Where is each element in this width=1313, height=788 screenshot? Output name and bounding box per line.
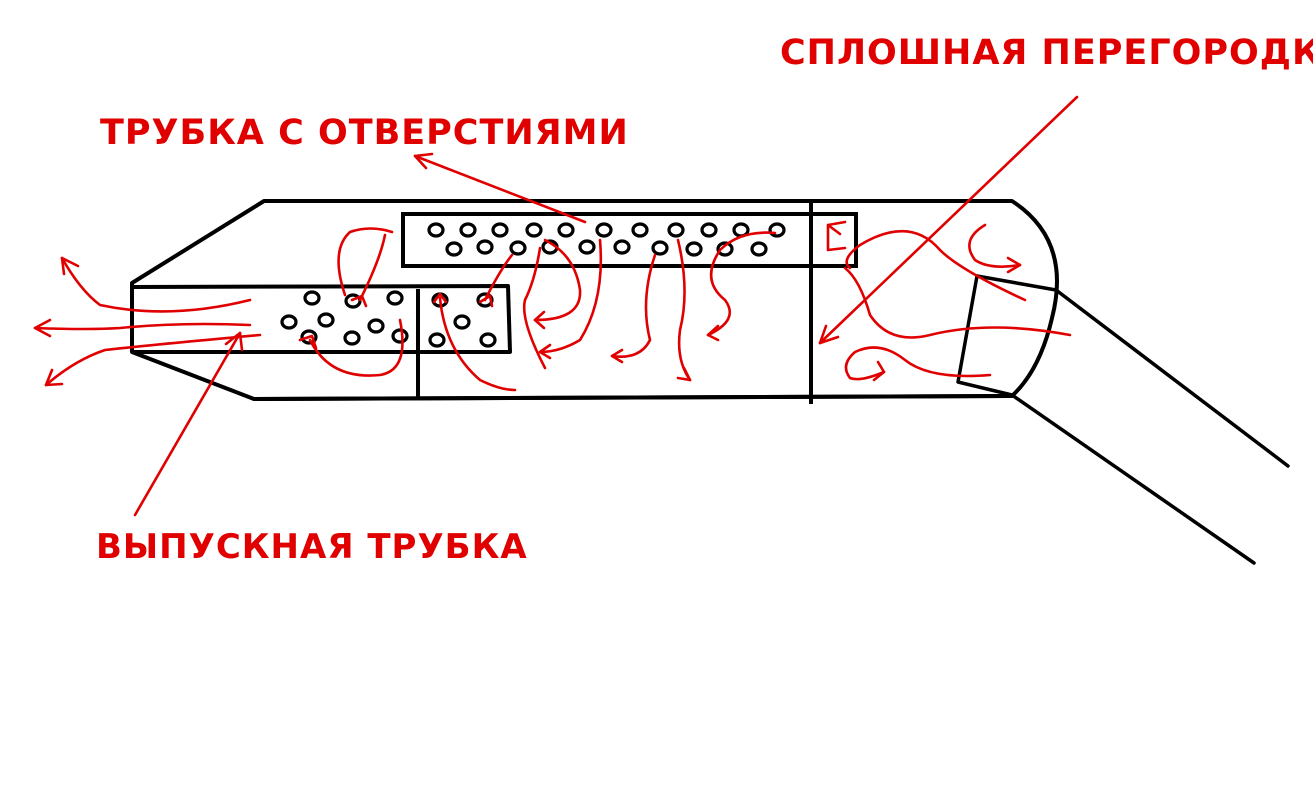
flow-arrows: [33, 220, 1072, 392]
hole: [280, 314, 298, 330]
hole: [386, 290, 404, 306]
hole: [700, 222, 718, 238]
hole: [716, 241, 734, 257]
label-outlet-tube: ВЫПУСКНАЯ ТРУБКА: [96, 527, 528, 567]
hole: [300, 329, 318, 345]
exhaust-arrow: [60, 256, 252, 313]
hole: [685, 241, 703, 257]
leader-solid-partition: [818, 95, 1079, 345]
hole: [491, 222, 509, 238]
hole: [476, 239, 494, 255]
perforated-tube-holes: [427, 222, 786, 257]
hole: [557, 222, 575, 238]
hole: [343, 330, 361, 346]
exhaust-arrow: [44, 333, 262, 387]
hole: [428, 332, 446, 348]
hole: [578, 239, 596, 255]
hole: [509, 240, 527, 256]
exhaust-arrow: [33, 322, 252, 331]
label-perforated-tube: ТРУБКА С ОТВЕРСТИЯМИ: [100, 113, 629, 153]
muffler-shell: [130, 199, 1059, 401]
inlet-pipe: [956, 274, 1290, 565]
hole: [459, 222, 477, 238]
hole: [525, 222, 543, 238]
hole: [667, 222, 685, 238]
hole: [595, 222, 613, 238]
label-leaders: [133, 95, 1079, 517]
hole: [445, 241, 463, 257]
hole: [479, 332, 497, 348]
hole: [317, 312, 335, 328]
hole: [651, 240, 669, 256]
hole: [391, 328, 409, 344]
perforated-tube: [401, 212, 858, 268]
leader-perforated-tube: [413, 154, 587, 224]
hole: [750, 241, 768, 257]
muffler-body: [130, 199, 1059, 401]
hole: [427, 222, 445, 238]
hole: [768, 222, 786, 238]
leader-outlet-tube: [133, 331, 242, 517]
label-solid-partition: СПЛОШНАЯ ПЕРЕГОРОДКА: [780, 33, 1313, 73]
hole: [303, 290, 321, 306]
outlet-tube: [131, 284, 512, 397]
muffler-bottom-line: [252, 394, 1007, 401]
hole: [367, 318, 385, 334]
hole: [631, 222, 649, 238]
hole: [613, 239, 631, 255]
hole: [453, 314, 471, 330]
